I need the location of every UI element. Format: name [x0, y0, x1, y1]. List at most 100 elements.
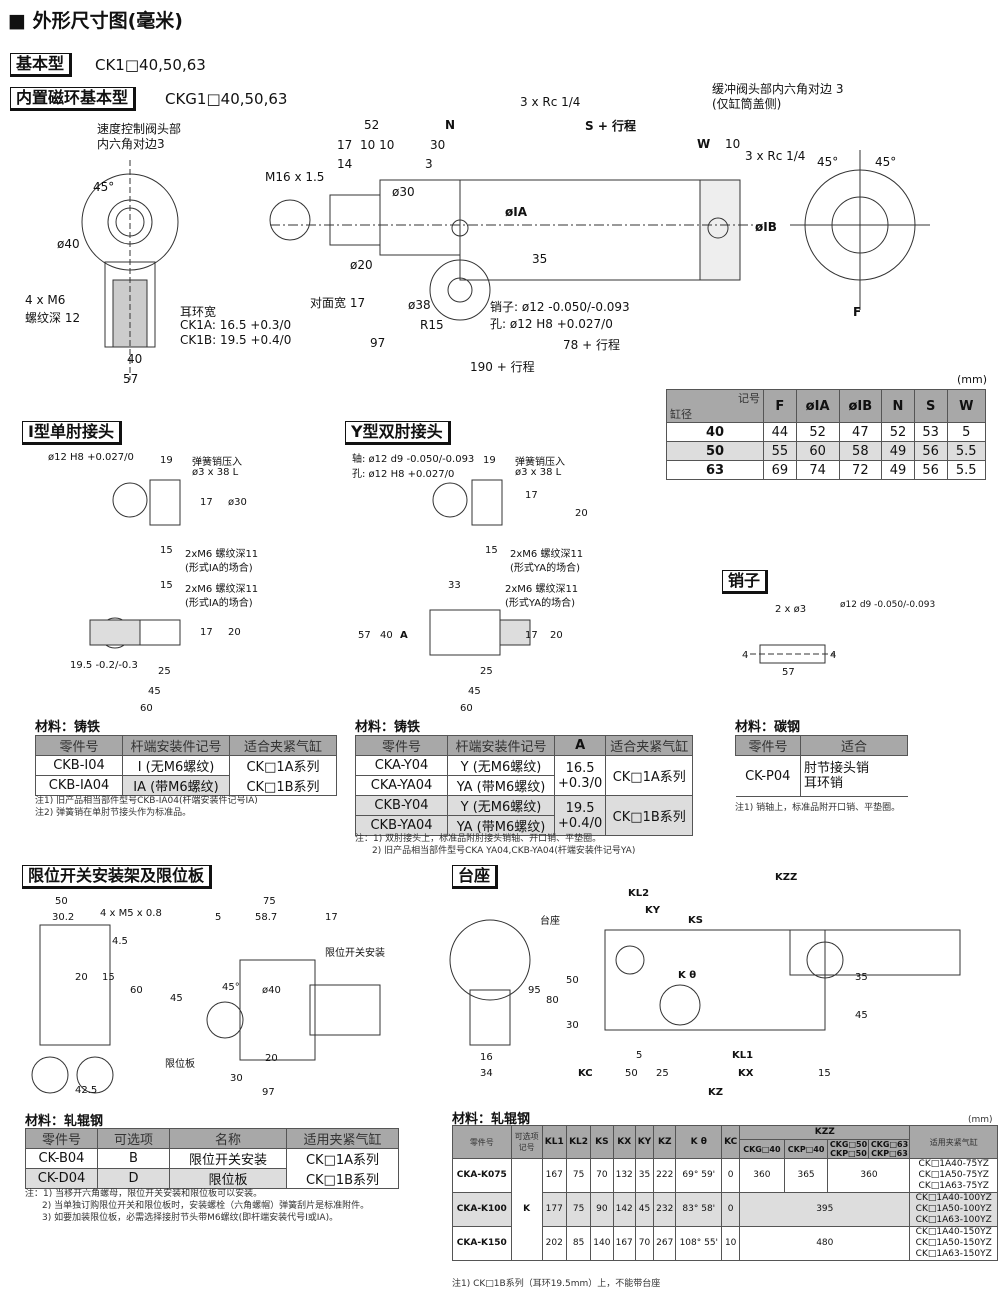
note: 注1) CK□1B系列（耳环19.5mm）上，不能带台座	[452, 1279, 661, 1289]
dim-label: 33	[448, 580, 461, 591]
main-label: 4 x M6	[25, 293, 66, 307]
main-label: 10 10	[360, 138, 395, 152]
main-label: 45°	[875, 155, 897, 169]
main-front-view	[269, 179, 760, 321]
dim-label: 2xM6 螺纹深11	[185, 549, 259, 560]
main-side-view	[81, 160, 179, 380]
section-base: 台座	[452, 865, 499, 889]
type-basic-model: CK1□40,50,63	[95, 56, 206, 74]
dim-label: 17	[200, 497, 213, 508]
page-title: ■ 外形尺寸图(毫米)	[8, 10, 183, 32]
section-limit: 限位开关安装架及限位板	[22, 865, 213, 889]
dim-label: 25	[656, 1068, 669, 1079]
section-y-joint: Y型双肘接头	[345, 421, 451, 445]
section-i-joint: I型单肘接头	[22, 421, 122, 445]
main-label: (仅缸筒盖侧)	[712, 97, 782, 111]
dim-label: 30	[566, 1020, 579, 1031]
dim-label: KS	[688, 915, 703, 926]
main-label: 3 x Rc 1/4	[745, 149, 806, 163]
material-label: 材料：铸铁	[35, 720, 101, 735]
material-label: 材料：碳钢	[735, 720, 801, 735]
main-label: CK1B: 19.5 +0.4/0	[180, 333, 292, 347]
main-label: ø30	[392, 185, 415, 199]
dim-label: (形式IA的场合)	[185, 598, 253, 609]
main-label: 孔: ø12 H8 +0.027/0	[490, 317, 613, 331]
dim-label: 60	[460, 703, 473, 714]
dim-label: 45	[468, 686, 481, 697]
dim-label: 5	[215, 912, 222, 923]
dim-label: 限位板	[165, 1059, 195, 1070]
dim-label: 4	[830, 650, 837, 661]
pin-drawing	[750, 644, 835, 664]
type-magnet-label: 内置磁环基本型	[10, 87, 137, 111]
main-end-view	[790, 150, 930, 310]
main-label: 3	[425, 157, 433, 171]
dim-label: 2xM6 螺纹深11	[505, 584, 579, 595]
i-joint-drawing	[89, 479, 181, 649]
main-label: 45°	[817, 155, 839, 169]
corner-bottom: 缸径	[670, 408, 692, 421]
main-label: 螺纹深 12	[25, 311, 81, 325]
dim-label: 15	[818, 1068, 831, 1079]
note: 注1) 销轴上，标准品附开口销、平垫圈。	[735, 803, 901, 813]
dim-label: KL2	[628, 888, 650, 899]
dim-label: KY	[645, 905, 660, 916]
base-drawing	[449, 919, 961, 1046]
dim-label: 轴: ø12 d9 -0.050/-0.093	[352, 454, 475, 465]
dim-label: 4.5	[112, 936, 128, 947]
dim-label: 17	[525, 490, 538, 501]
section-pin: 销子	[722, 570, 769, 594]
main-label: 内六角对边3	[97, 137, 165, 151]
dim-label: (形式YA的场合)	[505, 598, 575, 609]
dim-label: 57	[358, 630, 371, 641]
main-label: 耳环宽	[180, 305, 217, 319]
dim-label: 17	[200, 627, 213, 638]
dim-label: 17	[525, 630, 538, 641]
dim-label: (形式YA的场合)	[510, 563, 580, 574]
main-label: 45°	[93, 180, 115, 194]
dim-label: 42.5	[75, 1085, 98, 1096]
main-label: R15	[420, 318, 444, 332]
dim-label: 20	[265, 1053, 278, 1064]
dim-label: 30	[230, 1073, 243, 1084]
note: 3) 如要加装限位板，必需选择接肘节头带M6螺纹(即杆端安装代号I或IA)。	[42, 1213, 339, 1223]
dim-label: 45	[148, 686, 161, 697]
dim-label: 19	[483, 455, 496, 466]
dim-label: 34	[480, 1068, 493, 1079]
dim-label: 20	[550, 630, 563, 641]
dim-label: 15	[102, 972, 115, 983]
main-label: øIB	[755, 220, 777, 234]
col-header: øIA	[795, 389, 840, 423]
dim-label: 97	[262, 1087, 275, 1098]
dim-label: 25	[480, 666, 493, 677]
main-label: M16 x 1.5	[265, 170, 325, 184]
main-label: 14	[337, 157, 353, 171]
col-header: N	[881, 389, 915, 423]
dim-label: ø3 x 38 L	[192, 467, 239, 478]
dim-label: 弹簧销压入	[515, 457, 565, 468]
dim-label: 2xM6 螺纹深11	[510, 549, 584, 560]
dim-label: 限位开关安装	[325, 948, 385, 959]
main-label: 57	[123, 372, 139, 386]
dim-label: 60	[130, 985, 143, 996]
dim-label: 58.7	[255, 912, 278, 923]
dim-label: 50	[55, 896, 68, 907]
main-label: S + 行程	[585, 119, 637, 133]
dim-label: 45	[855, 1010, 868, 1021]
main-label: 17	[337, 138, 353, 152]
main-label: 速度控制阀头部	[97, 122, 182, 136]
dim-label: 台座	[540, 916, 560, 927]
dim-label: 95	[528, 985, 541, 996]
main-label: 3 x Rc 1/4	[520, 95, 581, 109]
note: 注1) 旧产品相当部件型号CKB-IA04(杆端安装件记号IA)	[35, 796, 258, 806]
dim-label: ø30	[228, 497, 247, 508]
